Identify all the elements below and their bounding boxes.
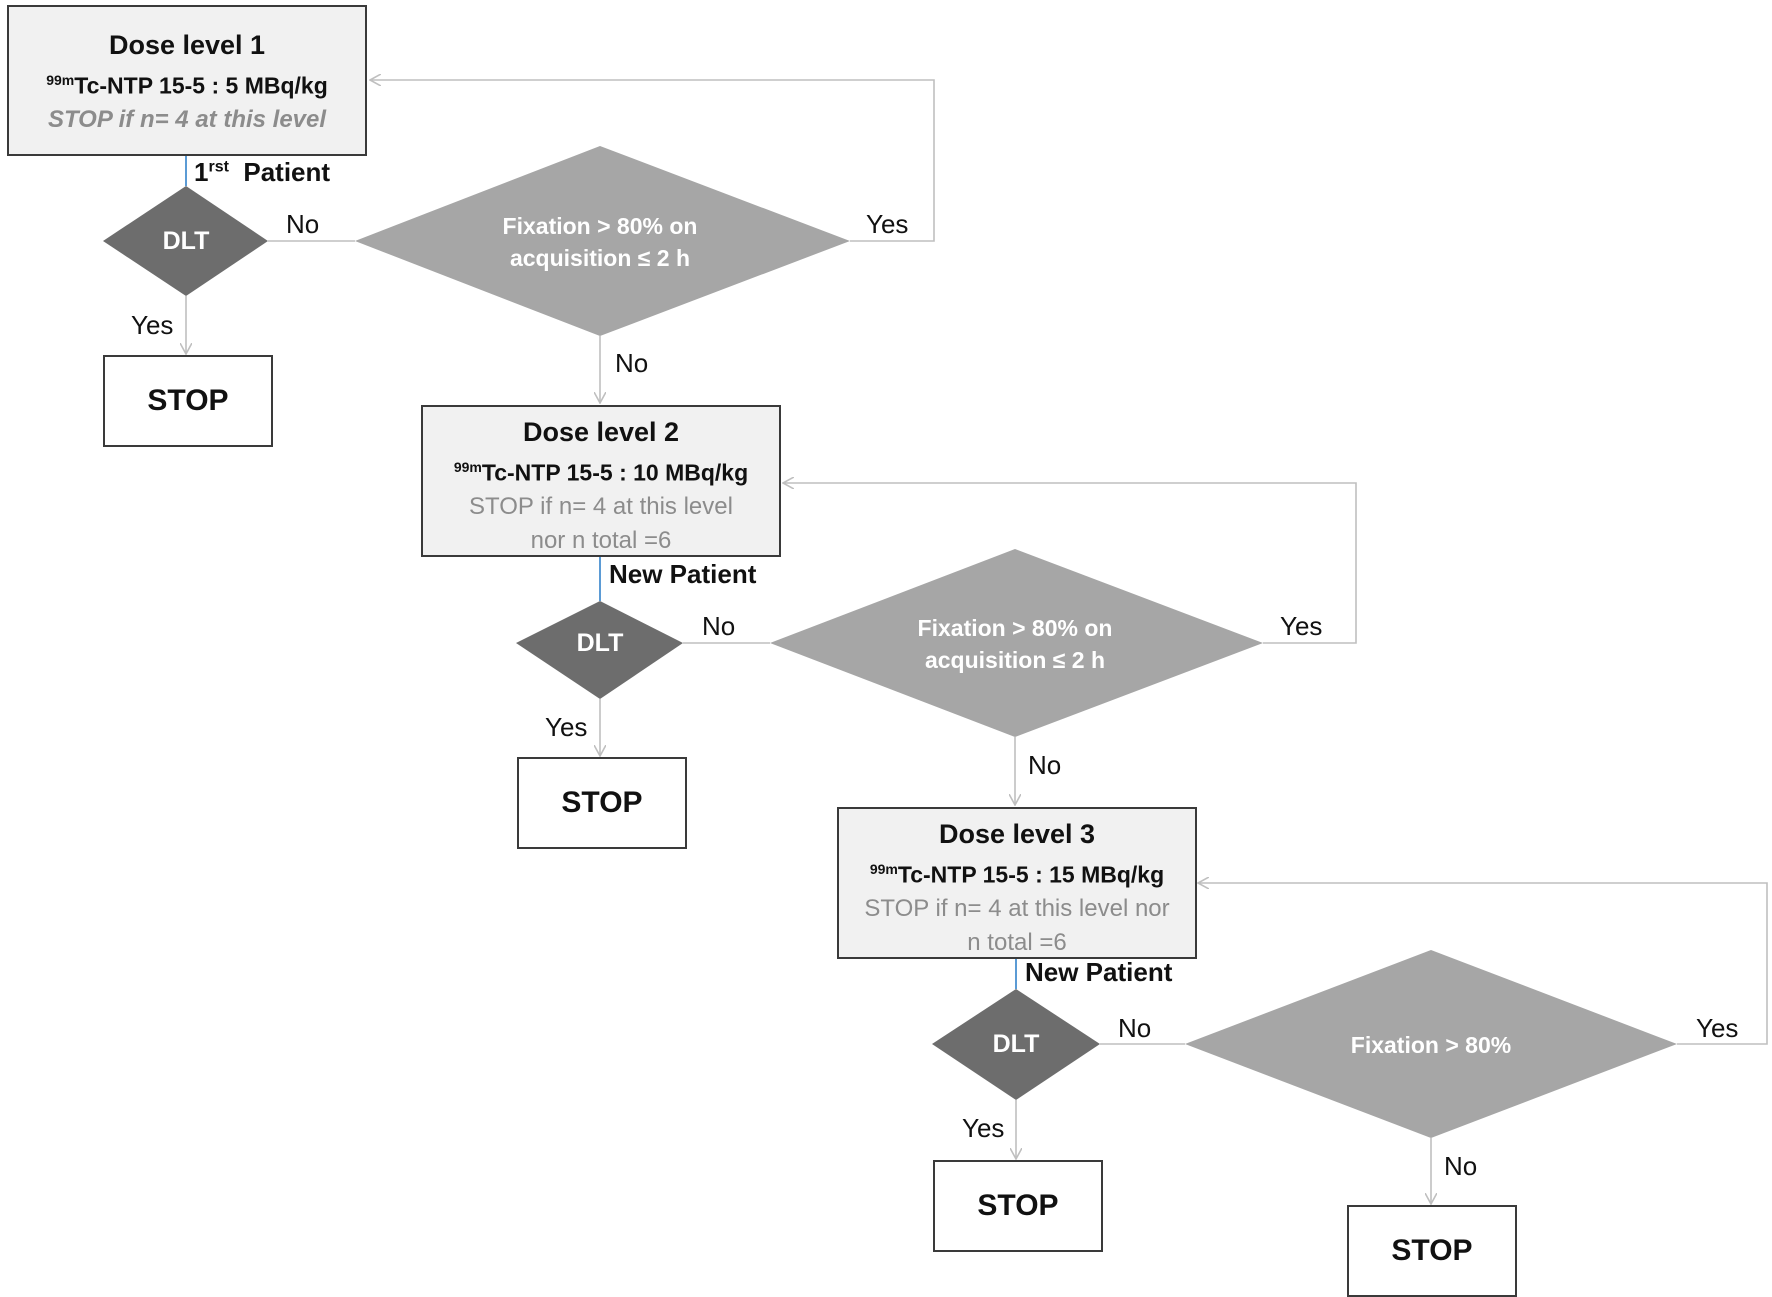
dose-level-1-stop-rule: STOP if n= 4 at this level	[47, 105, 327, 133]
dose-level-2-dose-text: Tc-NTP 15-5 : 10 MBq/kg	[481, 459, 749, 486]
dose-level-3-dose-text: Tc-NTP 15-5 : 15 MBq/kg	[897, 861, 1165, 888]
dlt-label-2: DLT	[576, 629, 624, 657]
fixation-text-2-line1: Fixation > 80% on	[917, 615, 1113, 641]
edge-label-no-1b: No	[615, 348, 649, 378]
edge-label-yes-3a: Yes	[1696, 1013, 1739, 1043]
new-patient-label-2: New Patient	[609, 559, 757, 589]
dose-level-1-title: Dose level 1	[108, 30, 266, 60]
stop-box-3: STOP	[933, 1160, 1103, 1252]
dose-level-2-stop-rule: STOP if n= 4 at this level	[469, 492, 733, 520]
dose-level-2-stop-rule-cont: nor n total =6	[530, 526, 672, 554]
dose-level-1-box: Dose level 1 99mTc-NTP 15-5 : 5 MBq/kg S…	[7, 5, 367, 156]
fixation-text-1-line2: acquisition ≤ 2 h	[509, 245, 691, 271]
dlt-label-3: DLT	[992, 1030, 1040, 1058]
fixation-diamond-1	[355, 146, 850, 336]
first-patient-ordinal-suffix: rst	[208, 158, 229, 176]
dose-level-3-dose: 99mTc-NTP 15-5 : 15 MBq/kg	[839, 852, 1195, 892]
fixation-yes-loop-1	[370, 80, 935, 242]
fixation-yes-loop-2	[783, 483, 1357, 644]
fixation-text-1-line1: Fixation > 80% on	[502, 213, 698, 239]
edge-label-no-3a: No	[1118, 1013, 1152, 1043]
dlt-label-1: DLT	[162, 227, 210, 255]
fixation-yes-loop-3	[1198, 883, 1768, 1045]
dlt-diamond-1	[103, 186, 268, 296]
fixation-text-2-line2: acquisition ≤ 2 h	[924, 647, 1106, 673]
edge-label-no-2a: No	[702, 611, 736, 641]
isotope-superscript: 99m	[46, 72, 75, 88]
dose-level-3-stop-rule: STOP if n= 4 at this level nor	[864, 894, 1170, 922]
new-patient-label-3: New Patient	[1025, 957, 1173, 987]
fixation-text-3: Fixation > 80%	[1350, 1032, 1512, 1058]
dose-level-3-title: Dose level 3	[938, 819, 1096, 849]
dlt-diamond-3	[932, 989, 1100, 1100]
fixation-diamond-2	[770, 549, 1263, 737]
dose-level-3-stop-rule-cont: n total =6	[967, 928, 1067, 956]
dose-level-2-box: Dose level 2 99mTc-NTP 15-5 : 10 MBq/kg …	[421, 405, 781, 557]
edge-label-no-2b: No	[1028, 750, 1062, 780]
edge-label-no-3b: No	[1444, 1151, 1478, 1181]
first-patient-label: 1rst Patient	[194, 157, 330, 188]
fixation-diamond-3	[1185, 950, 1677, 1138]
dose-level-1-dose-text: Tc-NTP 15-5 : 5 MBq/kg	[74, 72, 328, 99]
dose-level-2-dose: 99mTc-NTP 15-5 : 10 MBq/kg	[423, 450, 779, 490]
edge-label-no-1a: No	[286, 209, 320, 239]
edge-label-yes-2a: Yes	[1280, 611, 1323, 641]
first-patient-ordinal: 1	[194, 157, 209, 187]
dose-level-3-box: Dose level 3 99mTc-NTP 15-5 : 15 MBq/kg …	[837, 807, 1197, 959]
stop-box-1: STOP	[103, 355, 273, 447]
first-patient-word: Patient	[243, 157, 331, 187]
edge-label-yes-3b: Yes	[962, 1113, 1005, 1143]
stop-box-2: STOP	[517, 757, 687, 849]
edge-label-yes-1a: Yes	[866, 209, 909, 239]
fixation-text-2: Fixation > 80% on acquisition ≤ 2 h	[855, 612, 1175, 676]
dose-level-2-title: Dose level 2	[522, 417, 680, 447]
edge-label-yes-1b: Yes	[131, 310, 174, 340]
edge-label-yes-2b: Yes	[545, 712, 588, 742]
isotope-superscript: 99m	[453, 459, 482, 475]
dose-level-1-dose: 99mTc-NTP 15-5 : 5 MBq/kg	[9, 63, 365, 103]
dlt-diamond-2	[516, 601, 683, 699]
fixation-text-1: Fixation > 80% on acquisition ≤ 2 h	[440, 210, 760, 274]
isotope-superscript: 99m	[869, 861, 898, 877]
stop-box-4: STOP	[1347, 1205, 1517, 1297]
